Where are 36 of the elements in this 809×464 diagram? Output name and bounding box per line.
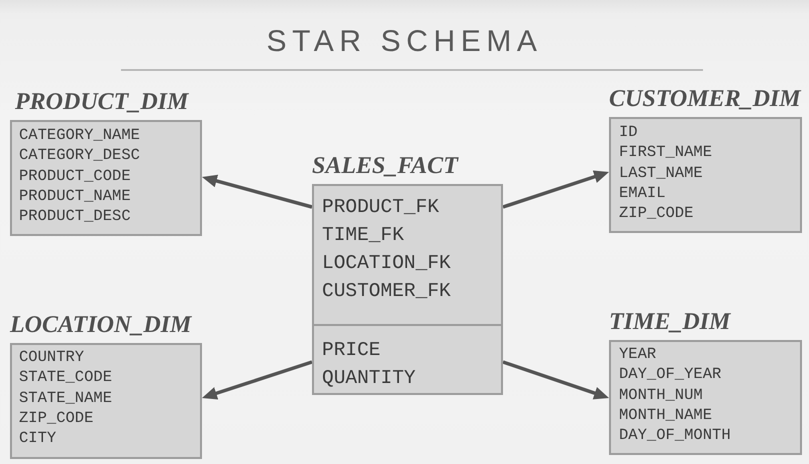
- arrow: [202, 174, 312, 209]
- column-name: CATEGORY_NAME: [19, 125, 140, 146]
- table-name: PRODUCT_DIM: [15, 88, 188, 117]
- column-name: DAY_OF_MONTH: [619, 425, 731, 446]
- column-name: STATE_CODE: [19, 367, 112, 388]
- column-name: MONTH_NUM: [619, 384, 703, 405]
- table-name: SALES_FACT: [312, 152, 458, 181]
- column-name: CITY: [19, 428, 56, 448]
- table-name: CUSTOMER_DIM: [609, 85, 801, 114]
- column-name: LOCATION_FK: [322, 251, 451, 276]
- arrow: [202, 360, 313, 400]
- column-name: FIRST_NAME: [619, 142, 712, 163]
- column-name: TIME_FK: [322, 223, 404, 248]
- column-name: LAST_NAME: [619, 162, 703, 183]
- column-name: QUANTITY: [322, 366, 416, 391]
- column-name: PRODUCT_FK: [322, 195, 440, 220]
- column-name: MONTH_NAME: [619, 404, 712, 426]
- column-name: PRODUCT_DESC: [19, 206, 131, 226]
- column-name: ZIP_CODE: [619, 203, 694, 224]
- column-name: CUSTOMER_FK: [322, 279, 451, 304]
- column-name: ZIP_CODE: [19, 408, 94, 428]
- arrow: [502, 360, 609, 400]
- column-name: YEAR: [619, 344, 656, 364]
- column-name: ID: [619, 122, 638, 142]
- table-name: LOCATION_DIM: [10, 311, 192, 340]
- column-name: PRODUCT_CODE: [19, 166, 131, 186]
- arrow: [502, 170, 609, 209]
- column-name: STATE_NAME: [19, 388, 112, 408]
- column-name: DAY_OF_YEAR: [619, 364, 722, 385]
- slide-title: STAR SCHEMA: [266, 24, 543, 60]
- column-name: COUNTRY: [19, 347, 84, 368]
- column-name: EMAIL: [619, 182, 666, 204]
- column-name: PRICE: [322, 338, 381, 363]
- column-name: CATEGORY_DESC: [19, 145, 140, 166]
- column-name: PRODUCT_NAME: [19, 186, 131, 206]
- table-name: TIME_DIM: [609, 308, 730, 337]
